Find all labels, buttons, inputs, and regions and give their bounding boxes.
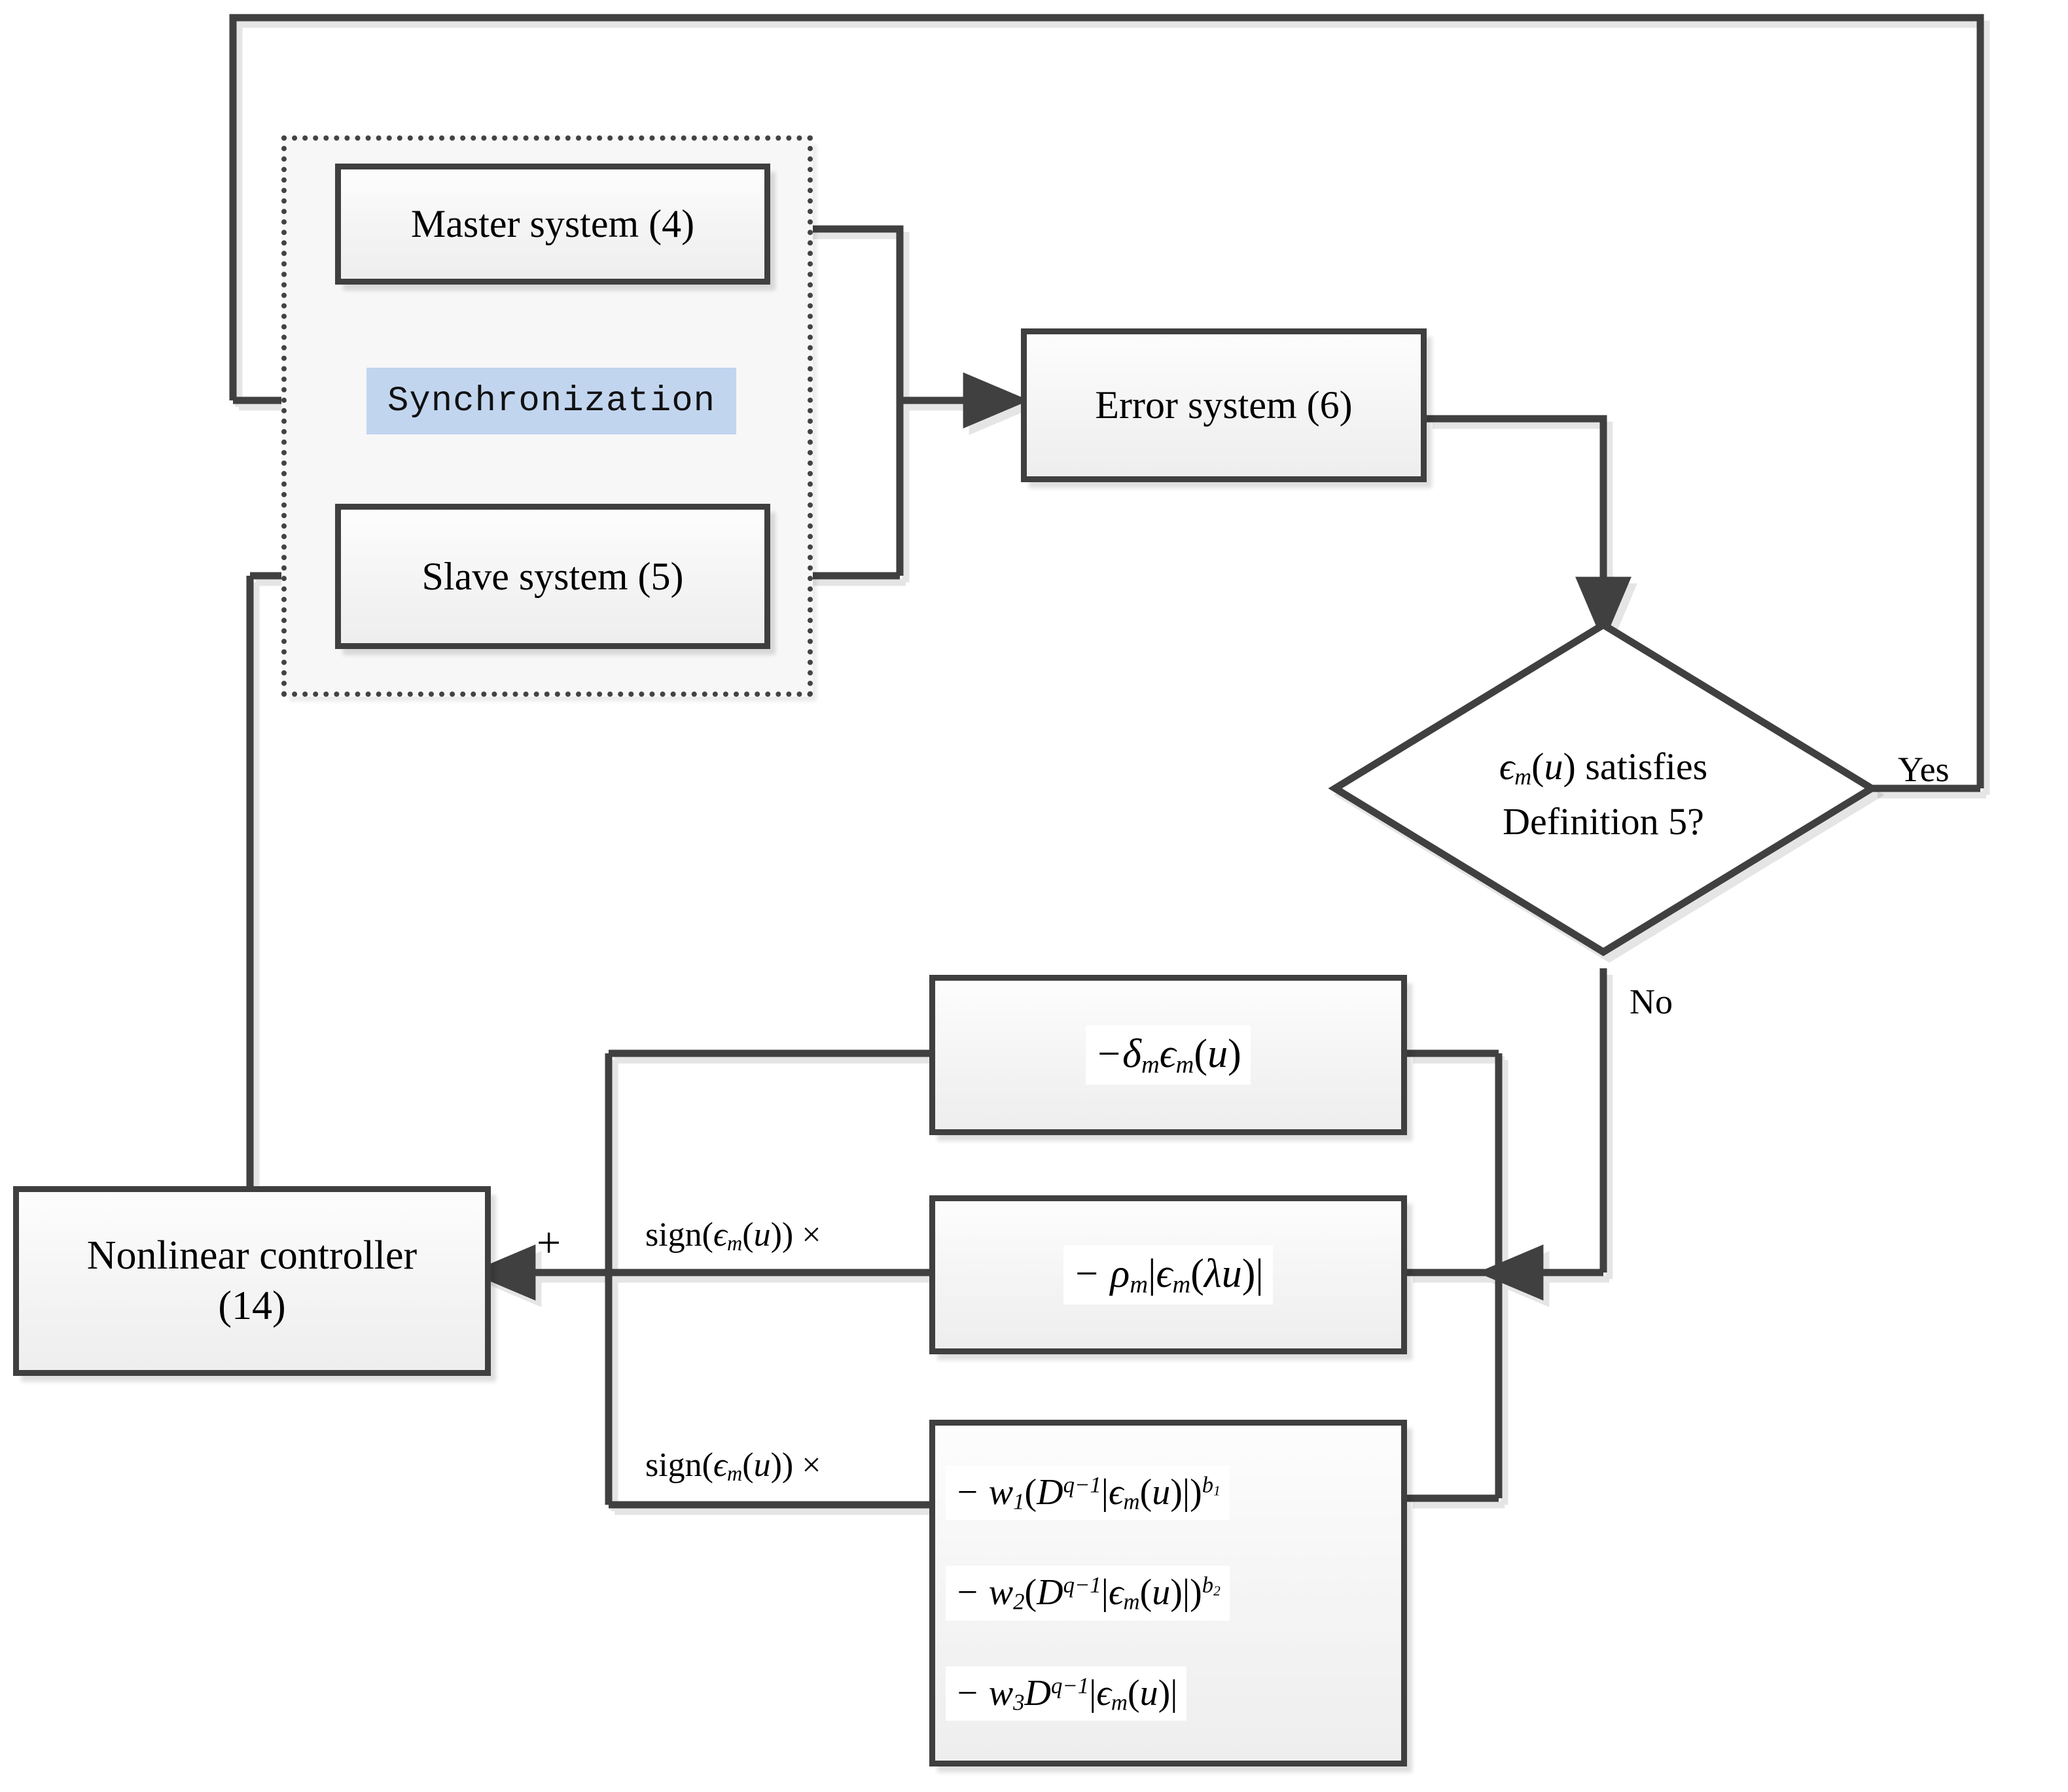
slave-system-label: Slave system (5) (421, 554, 684, 598)
term2-formula: − ρm|ϵm(λu)| (1063, 1245, 1273, 1305)
error-system-box[interactable]: Error system (6) (1021, 328, 1427, 482)
master-system-label: Master system (4) (410, 202, 695, 245)
nonlinear-controller-box[interactable]: Nonlinear controller (14) (13, 1186, 491, 1376)
term3-gain-label: sign(ϵm(u)) × (641, 1445, 825, 1488)
branch-label-no: No (1630, 982, 1673, 1021)
term-box-delta[interactable]: −δmϵm(u) (929, 975, 1407, 1135)
term2-gain-label: sign(ϵm(u)) × (641, 1214, 825, 1257)
decision-text: ϵm(u) satisfies Definition 5? (1381, 739, 1826, 849)
decision-line1: ϵm(u) satisfies (1499, 745, 1708, 790)
term-box-w-series[interactable]: − w1(Dq−1|ϵm(u)|)b1 − w2(Dq−1|ϵm(u)|)b2 … (929, 1420, 1407, 1766)
decision-line2: Definition 5? (1503, 800, 1704, 843)
slave-system-box[interactable]: Slave system (5) (335, 504, 770, 649)
master-system-box[interactable]: Master system (4) (335, 164, 770, 285)
term3-line1: − w1(Dq−1|ϵm(u)|)b1 (946, 1466, 1230, 1520)
synchronization-box[interactable]: Synchronization (366, 368, 736, 434)
synchronization-label: Synchronization (387, 381, 716, 421)
controller-label-line1: Nonlinear controller (86, 1233, 418, 1278)
term3-line2: − w2(Dq−1|ϵm(u)|)b2 (946, 1566, 1230, 1621)
term3-lines: − w1(Dq−1|ϵm(u)|)b1 − w2(Dq−1|ϵm(u)|)b2 … (935, 1426, 1401, 1761)
decision-diamond (1328, 620, 1879, 957)
term3-line3: − w3Dq−1|ϵm(u)| (946, 1666, 1187, 1721)
controller-label-line2: (14) (218, 1284, 286, 1328)
branch-label-yes: Yes (1898, 750, 1950, 789)
term-box-rho[interactable]: − ρm|ϵm(λu)| (929, 1195, 1407, 1354)
term1-formula: −δmϵm(u) (1086, 1025, 1251, 1085)
error-system-label: Error system (6) (1095, 383, 1353, 427)
sum-plus-operator: + (537, 1219, 562, 1267)
